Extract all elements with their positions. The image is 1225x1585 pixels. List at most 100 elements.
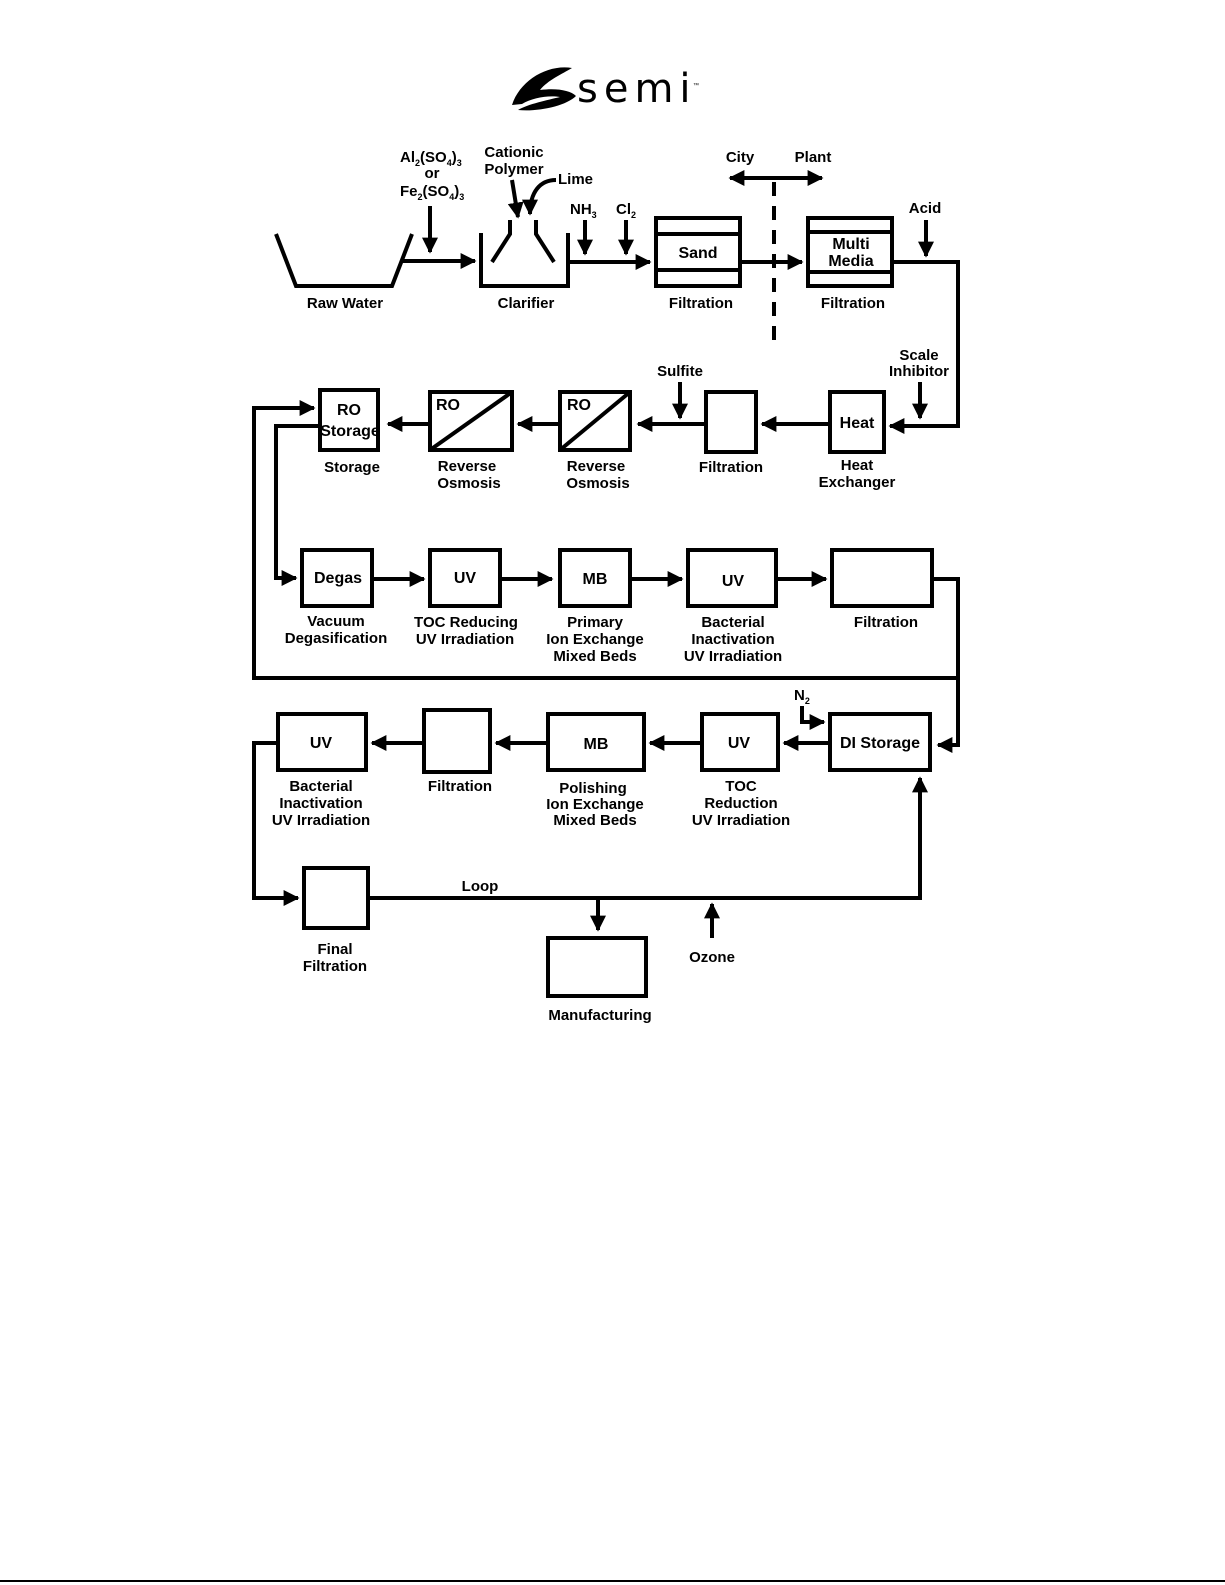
multimedia-to-heat-line (888, 260, 960, 434)
bacterial-uv-box (686, 548, 778, 608)
stage-pretreatment: Raw Water Al2(SO4)3 or Fe2(SO4)3 Cationi… (274, 144, 960, 434)
clarifier-cone (490, 220, 556, 264)
clarifier-vessel (479, 233, 570, 288)
final-bacterial-uv-label-1: Bacterial (289, 778, 352, 795)
final-bacterial-uv-box (276, 712, 368, 772)
final-filter-box (302, 866, 370, 930)
primary-filter-box (830, 548, 934, 608)
trademark-mark: ™ (693, 82, 699, 89)
di-storage-label: DI Storage (840, 735, 920, 752)
ozone-label: Ozone (689, 949, 735, 966)
heat-box-label: Heat (840, 415, 875, 432)
heat-exchanger-label-2: Exchanger (819, 474, 896, 491)
toc-uv-label-1: TOC Reducing (414, 614, 518, 631)
bacterial-uv-tag: UV (722, 573, 745, 590)
primary-mb-label-2: Ion Exchange (546, 631, 644, 648)
primary-mb-box (558, 548, 632, 608)
raw-water-basin (274, 233, 414, 288)
ro-unit-1-label-2: Osmosis (437, 475, 500, 492)
final-filter-label-1: Final (317, 941, 352, 958)
multimedia-filtration-label: Filtration (821, 295, 885, 312)
filter-to-di-storage-line (932, 577, 960, 753)
toc-uv-tag: UV (454, 570, 477, 587)
toc-reduction-uv-box (700, 712, 780, 772)
semi-swoosh-icon (512, 67, 576, 111)
toc-uv-label-2: UV Irradiation (416, 631, 514, 648)
storage-to-degas-line (274, 424, 320, 586)
loop-label: Loop (462, 878, 499, 895)
toc-reduction-uv-tag: UV (728, 735, 751, 752)
sulfite-label: Sulfite (657, 363, 703, 380)
chlorine-label: Cl2 (616, 201, 636, 220)
ro-storage-label: Storage (324, 459, 380, 476)
primary-filter-label: Filtration (854, 614, 918, 631)
bacterial-uv-label-3: UV Irradiation (684, 648, 782, 665)
semi-logo: semi ™ (512, 66, 699, 112)
final-bacterial-uv-label-3: UV Irradiation (272, 812, 370, 829)
raw-water-label: Raw Water (307, 295, 383, 312)
polishing-mb-label-3: Mixed Beds (553, 812, 636, 829)
polymer-label: Polymer (484, 161, 543, 178)
ro-unit-2-label-1: Reverse (567, 458, 625, 475)
polishing-filter-label: Filtration (428, 778, 492, 795)
degas-tag: Degas (314, 570, 362, 587)
city-label: City (726, 149, 755, 166)
degas-label-1: Vacuum (307, 613, 365, 630)
final-filter-label-2: Filtration (303, 958, 367, 975)
ro-storage-tag-1: RO (337, 402, 361, 419)
di-storage-box (828, 712, 932, 772)
scale-label: Scale (899, 347, 938, 364)
cationic-label: Cationic (484, 144, 543, 161)
stage-distribution-loop: Final Filtration Loop Manufacturing Ozon… (302, 776, 928, 1024)
lime-arrow (522, 178, 557, 216)
toc-reduction-label-1: TOC (725, 778, 757, 795)
polishing-filter-box (422, 708, 492, 774)
ferric-sulfate-label: Fe2(SO4)3 (400, 183, 464, 202)
ammonia-label: NH3 (570, 201, 597, 220)
bacterial-uv-label-1: Bacterial (701, 614, 764, 631)
nitrogen-label: N2 (794, 687, 810, 706)
multi-label: Multi (832, 236, 869, 253)
uv-to-final-filter-line (252, 741, 300, 906)
toc-reduction-label-3: UV Irradiation (692, 812, 790, 829)
distribution-loop-line (368, 776, 928, 900)
ro-unit-2-membrane (558, 390, 632, 452)
acid-label: Acid (909, 200, 942, 217)
nitrogen-blanket-arrow (800, 706, 826, 730)
heat-exchanger-label-1: Heat (841, 457, 874, 474)
ro-prefilter-box (704, 390, 758, 454)
clarifier-label: Clarifier (498, 295, 555, 312)
or-label: or (425, 165, 440, 182)
polishing-mb-tag: MB (584, 736, 609, 753)
aluminum-sulfate-label: Al2(SO4)3 (400, 149, 462, 168)
ro-unit-1-tag: RO (436, 397, 460, 414)
sand-label: Sand (678, 245, 717, 262)
manufacturing-label: Manufacturing (548, 1007, 651, 1024)
primary-mb-tag: MB (583, 571, 608, 588)
plant-label: Plant (795, 149, 832, 166)
semi-wordmark: semi (577, 66, 697, 112)
degas-box (300, 548, 374, 608)
ro-unit-2-tag: RO (567, 397, 591, 414)
primary-mb-label-1: Primary (567, 614, 624, 631)
sand-filtration-label: Filtration (669, 295, 733, 312)
sand-filter-box (654, 216, 742, 288)
media-label: Media (828, 253, 873, 270)
multimedia-filter-box (806, 216, 894, 288)
stage-primary-polishing: Degas Vacuum Degasification UV TOC Reduc… (285, 548, 960, 753)
manufacturing-box (546, 936, 648, 998)
ro-unit-1-membrane (428, 390, 514, 452)
polishing-mb-label-2: Ion Exchange (546, 796, 644, 813)
polishing-mb-label-1: Polishing (559, 780, 627, 797)
ro-unit-2-label-2: Osmosis (566, 475, 629, 492)
toc-reduction-label-2: Reduction (704, 795, 777, 812)
stage-reverse-osmosis: Scale Inhibitor Heat Heat Exchanger Filt… (318, 347, 949, 492)
final-bacterial-uv-tag: UV (310, 735, 333, 752)
polymer-arrow (507, 179, 524, 219)
stage-polishing-loop: N2 DI Storage UV TOC Reduction UV Irradi… (252, 687, 932, 906)
inhibitor-label: Inhibitor (889, 363, 949, 380)
ro-prefilter-label: Filtration (699, 459, 763, 476)
degas-label-2: Degasification (285, 630, 388, 647)
lime-label: Lime (558, 171, 593, 188)
